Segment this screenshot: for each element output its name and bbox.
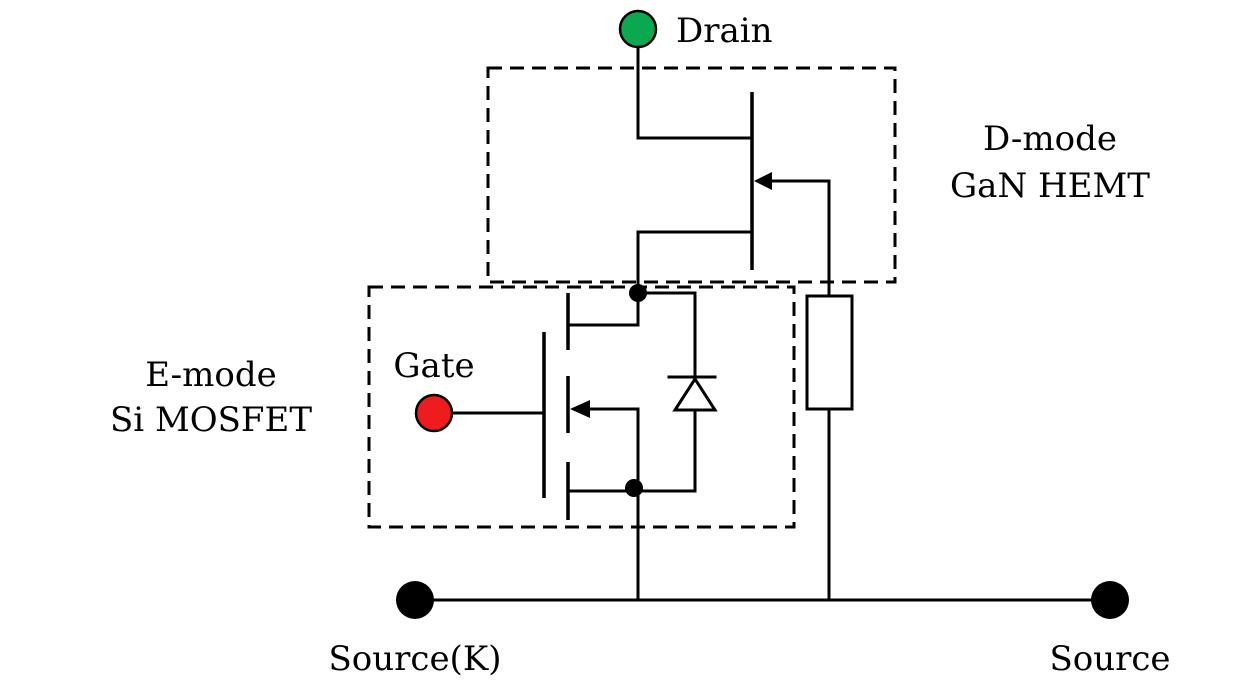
- hemt-gate-arrow: [754, 172, 772, 190]
- drain-terminal: [618, 9, 658, 49]
- gate-label: Gate: [393, 346, 474, 386]
- emode-label-line1: E-mode: [145, 355, 277, 395]
- junction-dot-upper: [629, 284, 647, 302]
- gan-hemt-symbol: [636, 45, 831, 298]
- dmode-label-line2: GaN HEMT: [950, 166, 1150, 206]
- junction-dot-lower: [625, 479, 643, 497]
- gate-terminal: [414, 393, 454, 433]
- mosfet-body-arrow: [570, 400, 590, 418]
- dmode-label-line1: D-mode: [983, 119, 1117, 159]
- source-terminal: [1091, 581, 1129, 619]
- source-kelvin-terminal: [396, 581, 434, 619]
- si-mosfet-symbol: [450, 291, 697, 602]
- drain-label: Drain: [676, 11, 773, 51]
- body-diode-symbol: [667, 375, 718, 412]
- source-label: Source: [1049, 639, 1170, 679]
- emode-label-line2: Si MOSFET: [110, 400, 312, 440]
- emode-mosfet-box: [367, 285, 796, 529]
- source-kelvin-label: Source(K): [328, 639, 501, 679]
- gate-resistor: [805, 294, 854, 602]
- dmode-hemt-box: [486, 66, 897, 284]
